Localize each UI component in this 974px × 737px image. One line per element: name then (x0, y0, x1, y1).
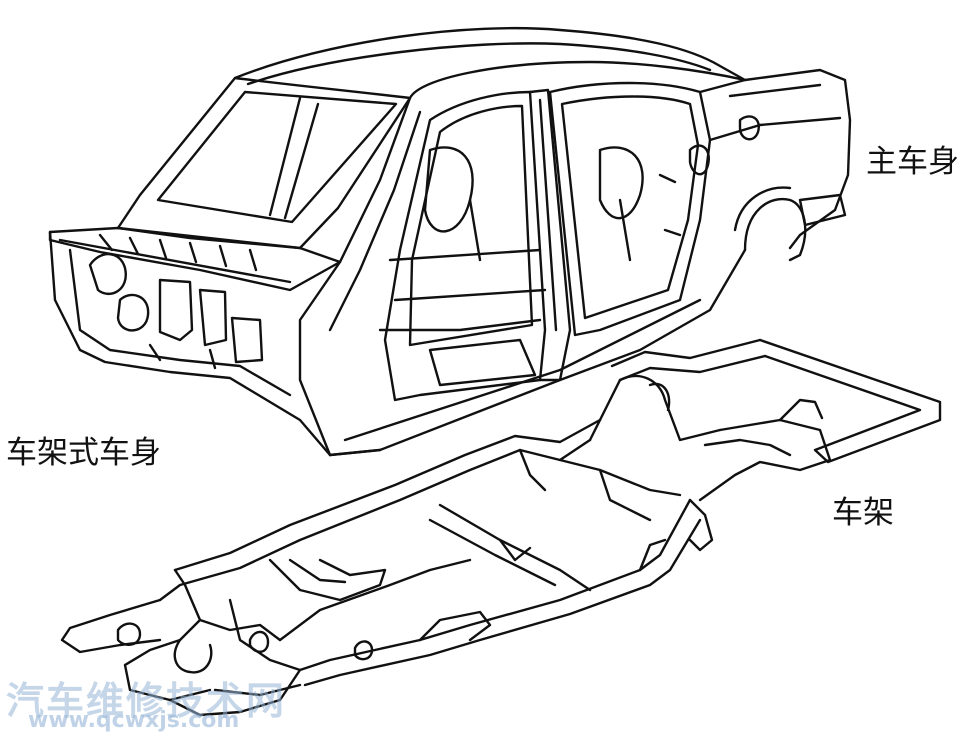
watermark: 汽车维修技术网 www.qcwxjs.com (6, 670, 287, 733)
frame-rail-inner (300, 500, 690, 670)
roof (235, 28, 745, 98)
sill (330, 250, 745, 455)
front-end (50, 232, 330, 455)
crossmember-2 (440, 505, 590, 590)
windshield-frame (118, 78, 410, 248)
rear-wheel-arch (745, 199, 805, 260)
rear-door-opening (550, 83, 710, 335)
watermark-text: 汽车维修技术网 (6, 679, 287, 723)
cowl (50, 228, 340, 290)
crossmember-3 (270, 560, 385, 600)
label-main-body: 主车身 (866, 144, 959, 180)
rear-quarter (700, 70, 850, 248)
frame-rail-left (160, 440, 590, 600)
frame-rail-right (760, 340, 940, 462)
car-body-shell (50, 28, 850, 455)
label-frame: 车架 (832, 495, 894, 531)
watermark-url: www.qcwxjs.com (28, 708, 240, 733)
crossmember-1 (600, 470, 680, 495)
front-door-opening (385, 92, 545, 400)
b-pillar (530, 90, 570, 380)
label-body-on-frame: 车架式车身 (6, 435, 161, 471)
chassis-frame (62, 340, 940, 715)
frame-front (62, 600, 160, 652)
